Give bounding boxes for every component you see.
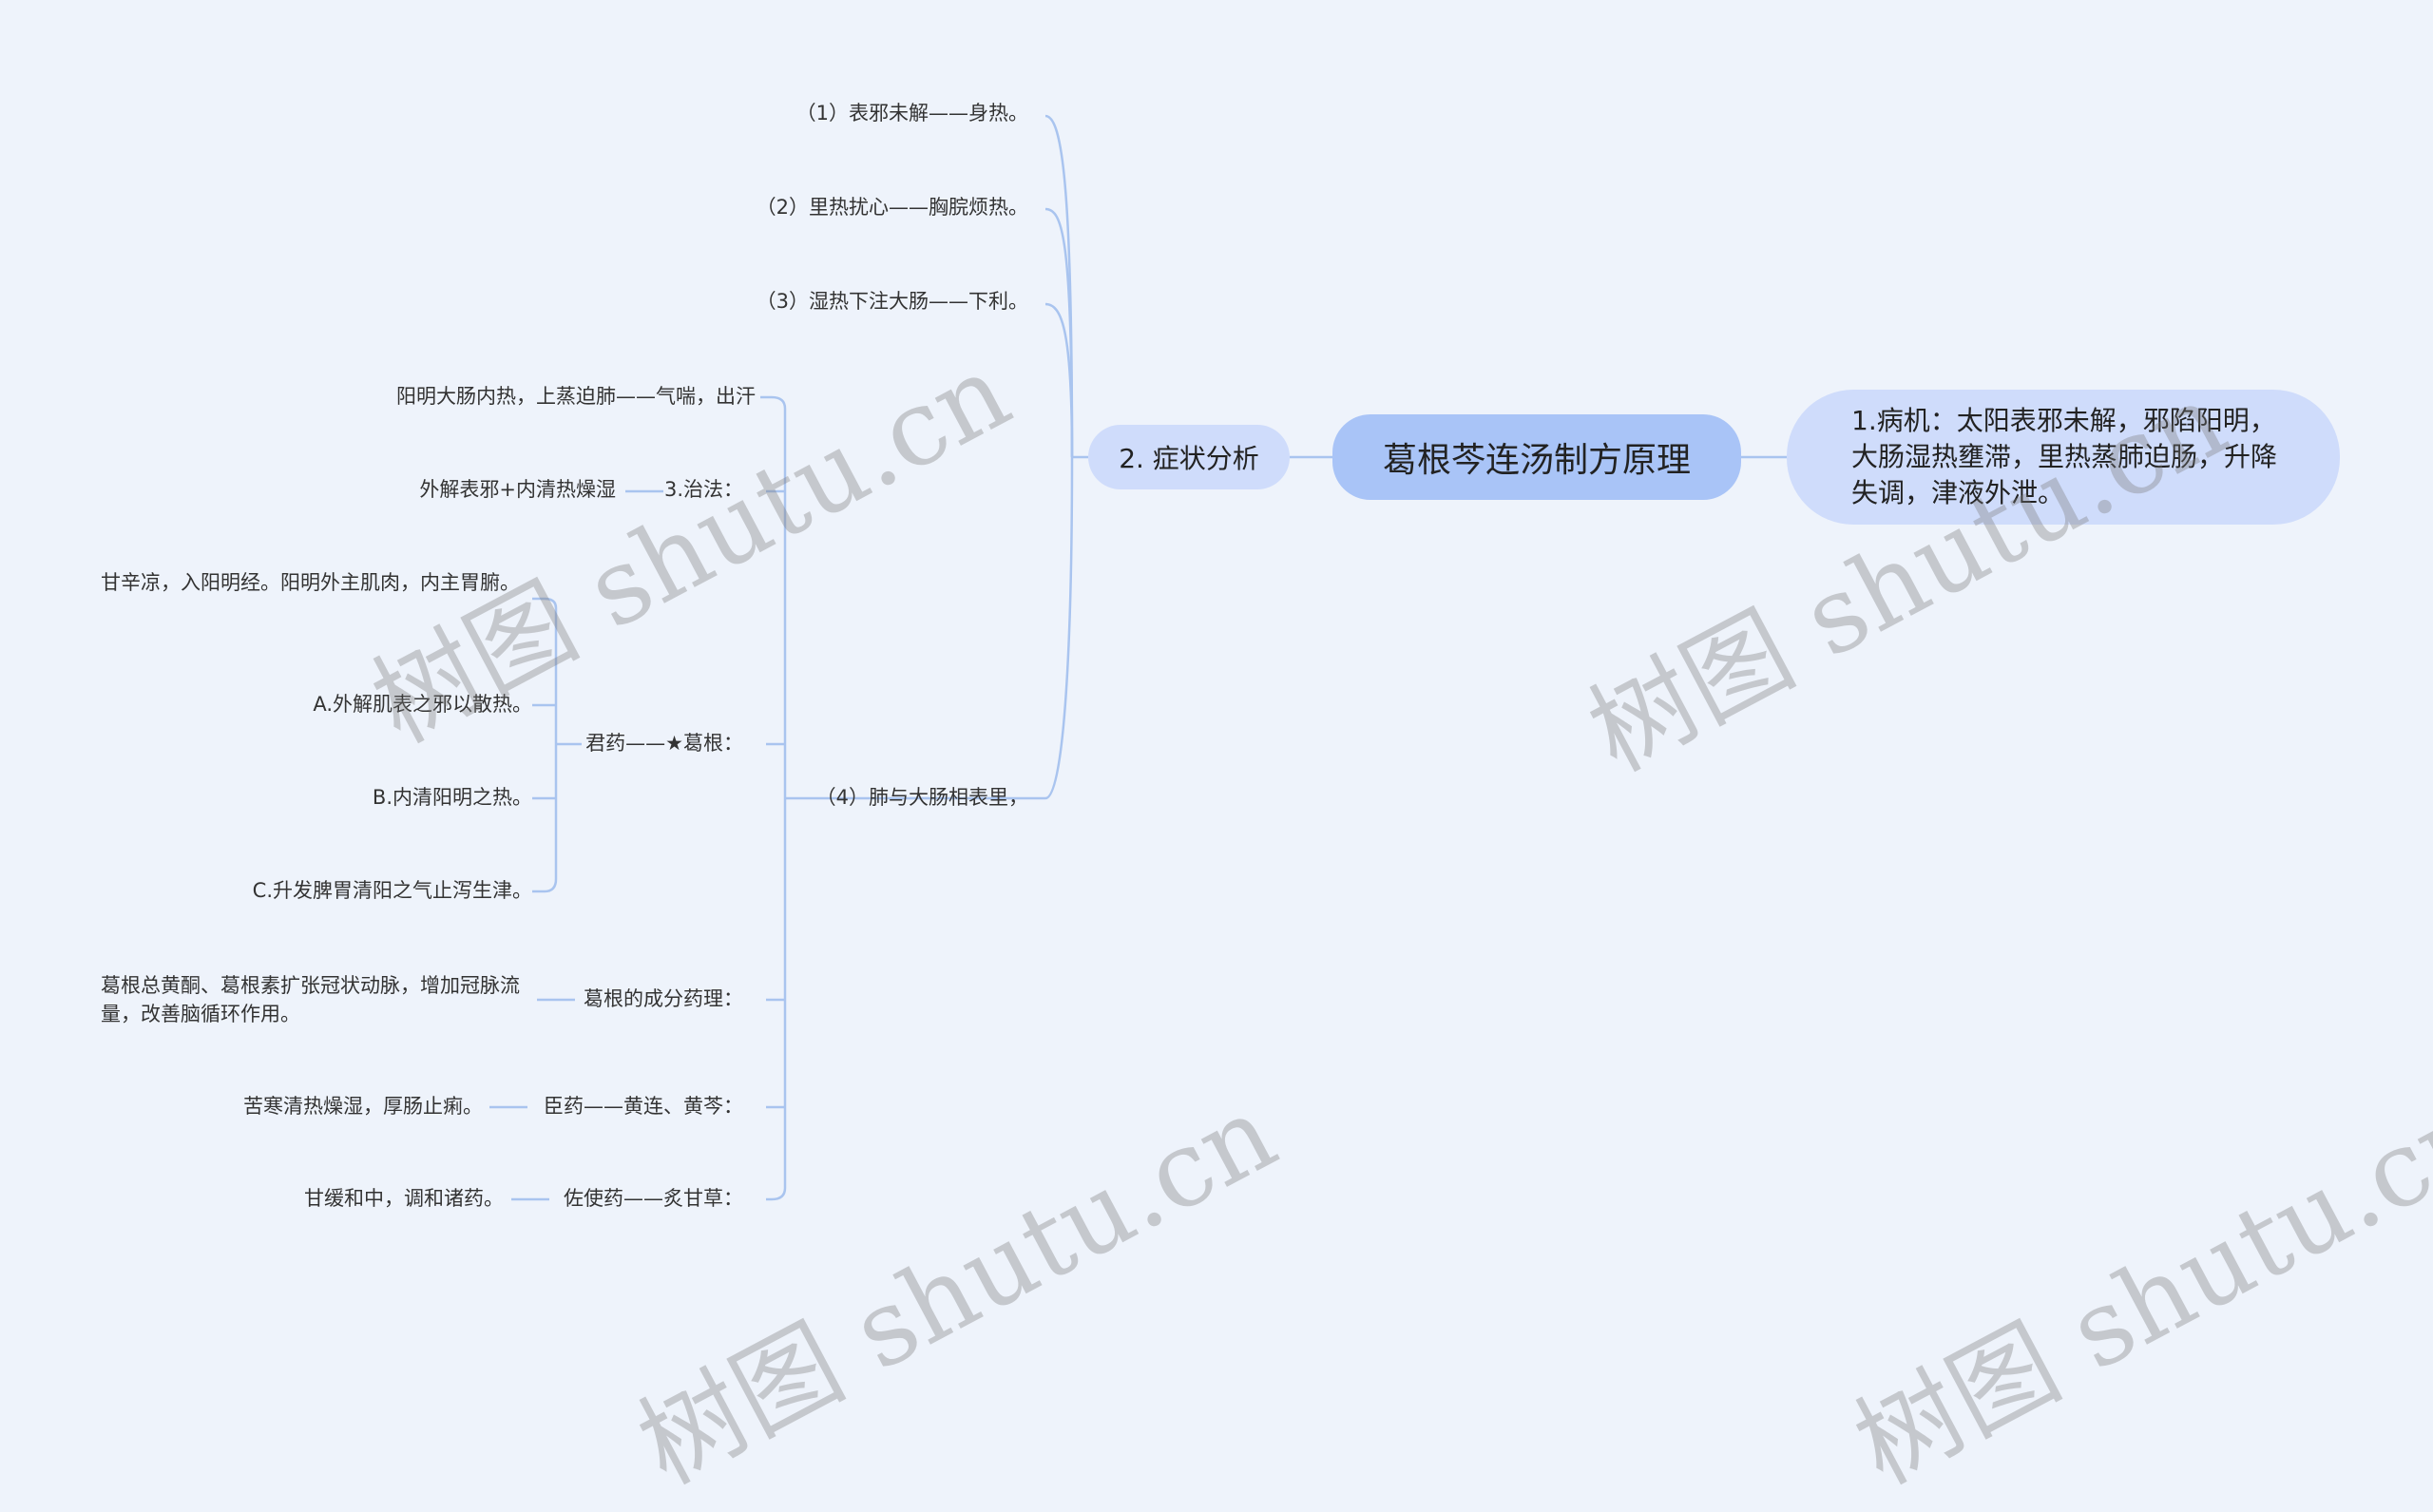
assistant-herb-effect[interactable]: 甘缓和中，调和诸药。 xyxy=(304,1187,504,1210)
symptom-item-3[interactable]: （3）湿热下注大肠——下利。 xyxy=(756,290,1028,313)
pharmacology-text[interactable]: 葛根总黄酮、葛根素扩张冠状动脉，增加冠脉流量，改善脑循环作用。 xyxy=(101,974,520,1025)
sub4-item-lung-heat[interactable]: 阳明大肠内热，上蒸迫肺——气喘，出汗 xyxy=(396,385,756,408)
sub4-item-monarch-herb[interactable]: 君药——★葛根： xyxy=(585,732,743,755)
monarch-herb-property[interactable]: 甘辛凉，入阳明经。阳明外主肌肉，内主胃腑。 xyxy=(101,571,520,594)
symptom-item-4[interactable]: （4）肺与大肠相表里， xyxy=(815,786,1028,809)
branch-symptom-analysis[interactable]: 2. 症状分析 xyxy=(1088,425,1290,489)
root-node[interactable]: 葛根芩连汤制方原理 xyxy=(1332,414,1741,500)
symptom-item-1[interactable]: （1）表邪未解——身热。 xyxy=(795,102,1028,124)
mindmap-canvas: 葛根芩连汤制方原理 1.病机：太阳表邪未解，邪陷阳明，大肠湿热壅滞，里热蒸肺迫肠… xyxy=(101,102,2433,1507)
minister-herb-effect[interactable]: 苦寒清热燥湿，厚肠止痢。 xyxy=(243,1095,483,1118)
sub4-item-minister-herb[interactable]: 臣药——黄连、黄芩： xyxy=(544,1095,743,1118)
sub4-item-pharmacology[interactable]: 葛根的成分药理： xyxy=(584,987,743,1010)
treatment-method-text[interactable]: 外解表邪+内清热燥湿 xyxy=(419,478,616,501)
sub4-item-assistant-herb[interactable]: 佐使药——炙甘草： xyxy=(564,1187,743,1210)
monarch-herb-effect-b[interactable]: B.内清阳明之热。 xyxy=(372,786,532,809)
connector-lines xyxy=(489,114,1787,1201)
monarch-herb-effect-c[interactable]: C.升发脾胃清阳之气止泻生津。 xyxy=(252,879,532,902)
root-label: 葛根芩连汤制方原理 xyxy=(1382,441,1691,480)
sub4-item-treatment[interactable]: 3.治法： xyxy=(663,478,743,501)
branch-pathogenesis-label: 1.病机：太阳表邪未解，邪陷阳明，大肠湿热壅滞，里热蒸肺迫肠，升降失调，津液外泄… xyxy=(1851,405,2278,508)
branch-symptom-label: 2. 症状分析 xyxy=(1119,443,1259,474)
branch-pathogenesis[interactable]: 1.病机：太阳表邪未解，邪陷阳明，大肠湿热壅滞，里热蒸肺迫肠，升降失调，津液外泄… xyxy=(1787,390,2340,525)
symptom-item-2[interactable]: （2）里热扰心——胸脘烦热。 xyxy=(756,196,1028,219)
monarch-herb-effect-a[interactable]: A.外解肌表之邪以散热。 xyxy=(313,693,532,716)
